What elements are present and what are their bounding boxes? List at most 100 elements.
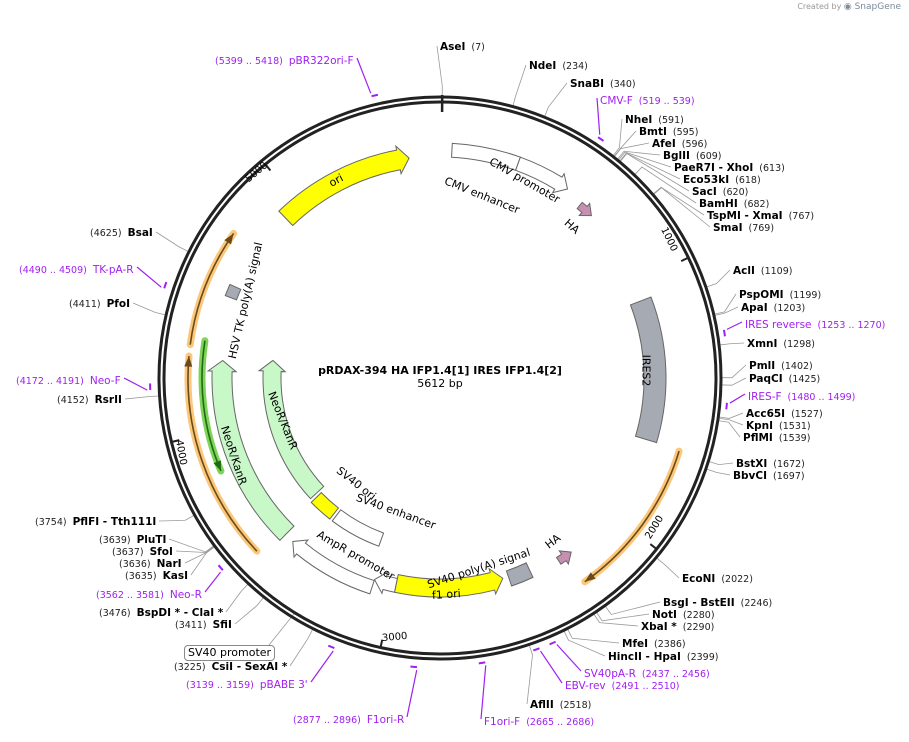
enzyme-leader-line xyxy=(719,417,744,426)
primer-binding-mark[interactable] xyxy=(371,93,379,98)
enzyme-site-econi[interactable]: EcoNI(2022) xyxy=(682,573,759,586)
enzyme-leader-line xyxy=(132,302,166,316)
feature-hsv-tk-polya-signal[interactable] xyxy=(224,283,242,301)
enzyme-site-pflfi[interactable]: (3754)PflFI - Tth111I xyxy=(29,516,156,529)
primer-ires-f-name: IRES-F xyxy=(748,391,782,403)
enzyme-site-smai[interactable]: SmaI(769) xyxy=(713,222,780,235)
primer-neo-f[interactable]: (4172 .. 4191)Neo-F xyxy=(10,375,121,388)
primer-binding-mark[interactable] xyxy=(478,661,486,665)
enzyme-site-kpni[interactable]: KpnI(1531) xyxy=(746,420,817,433)
enzyme-site-bamhi-name: BamHI xyxy=(699,198,738,210)
primer-binding-mark[interactable] xyxy=(597,136,605,142)
primer-f1ori-r[interactable]: (2877 .. 2896)F1ori-R xyxy=(287,714,404,727)
enzyme-site-nhei[interactable]: NheI(591) xyxy=(625,114,690,127)
enzyme-site-pfoi[interactable]: (4411)PfoI xyxy=(63,298,130,311)
enzyme-site-afei[interactable]: AfeI(596) xyxy=(652,138,713,151)
enzyme-leader-line xyxy=(596,612,650,622)
enzyme-leader-line xyxy=(234,597,264,625)
orf-neo-arrowhead-icon xyxy=(184,356,193,367)
enzyme-site-ndei[interactable]: NdeI(234) xyxy=(529,60,594,73)
enzyme-site-rsrii[interactable]: (4152)RsrII xyxy=(51,394,122,407)
tick-mark xyxy=(379,639,384,648)
enzyme-leader-line xyxy=(512,64,527,106)
enzyme-site-paer7i[interactable]: PaeR7I - XhoI(613) xyxy=(674,162,791,175)
feature-ires2[interactable] xyxy=(629,296,667,444)
enzyme-site-tspmi[interactable]: TspMI - XmaI(767) xyxy=(707,210,820,223)
primer-binding-mark[interactable] xyxy=(549,640,557,646)
feature-sv40-ori[interactable] xyxy=(310,491,340,520)
primer-sv40pa-r[interactable]: SV40pA-R(2437 .. 2456) xyxy=(584,668,716,681)
feature-sv40-polya-signal[interactable] xyxy=(505,562,534,587)
enzyme-site-sfoi[interactable]: (3637)SfoI xyxy=(106,546,173,559)
feature-ha-tag[interactable] xyxy=(555,550,572,566)
enzyme-leader-line xyxy=(721,377,747,386)
enzyme-site-bstxi[interactable]: BstXI(1672) xyxy=(736,458,811,471)
feature-ha-tag[interactable] xyxy=(576,201,592,217)
primer-ebv-rev[interactable]: EBV-rev(2491 .. 2510) xyxy=(565,680,686,693)
enzyme-site-aflii[interactable]: AflII(2518) xyxy=(530,699,597,712)
feature-ampr-promoter[interactable] xyxy=(292,539,375,595)
enzyme-site-csii[interactable]: (3225)CsiI - SexAI * xyxy=(168,661,287,674)
enzyme-site-xmni[interactable]: XmnI(1298) xyxy=(747,338,821,351)
feature-sv40-enhancer[interactable] xyxy=(331,509,385,547)
enzyme-site-asei[interactable]: AseI(7) xyxy=(440,41,491,54)
primer-pbabe-3-[interactable]: (3139 .. 3159)pBABE 3' xyxy=(180,679,308,692)
feature-cmv-promoter[interactable] xyxy=(514,156,569,194)
feature-small-arrow[interactable] xyxy=(373,571,398,595)
enzyme-site-afei-name: AfeI xyxy=(652,138,676,150)
enzyme-site-paqci[interactable]: PaqCI(1425) xyxy=(749,373,826,386)
enzyme-site-bsai[interactable]: (4625)BsaI xyxy=(84,227,153,240)
sv40-promoter-label[interactable]: SV40 promoter xyxy=(184,645,276,661)
primer-binding-mark[interactable] xyxy=(532,647,540,652)
enzyme-site-saci[interactable]: SacI(620) xyxy=(692,186,754,199)
enzyme-site-snabi[interactable]: SnaBI(340) xyxy=(570,78,642,91)
enzyme-site-hincii[interactable]: HincII - HpaI(2399) xyxy=(608,651,724,664)
enzyme-site-pspomi[interactable]: PspOMI(1199) xyxy=(739,289,827,302)
enzyme-site-bsgi[interactable]: BsgI - BstEII(2246) xyxy=(663,597,778,610)
primer-binding-mark[interactable] xyxy=(722,329,726,337)
feature-ori[interactable] xyxy=(278,144,410,227)
enzyme-site-pmli[interactable]: PmlI(1402) xyxy=(749,360,819,373)
primer-neo-r[interactable]: (3562 .. 3581)Neo-R xyxy=(90,589,202,602)
enzyme-site-bglii[interactable]: BglII(609) xyxy=(663,150,727,163)
primer-leader-line xyxy=(729,393,746,404)
enzyme-site-acli[interactable]: AclI(1109) xyxy=(733,265,798,278)
primer-binding-mark[interactable] xyxy=(327,644,335,650)
enzyme-site-nari[interactable]: (3636)NarI xyxy=(113,558,182,571)
primer-pbr322ori-f[interactable]: (5399 .. 5418)pBR322ori-F xyxy=(209,55,354,68)
primer-f1ori-f[interactable]: F1ori-F(2665 .. 2686) xyxy=(484,716,600,729)
orf-upper[interactable] xyxy=(189,233,235,345)
enzyme-site-bmti[interactable]: BmtI(595) xyxy=(639,126,704,139)
enzyme-site-sfii[interactable]: (3411)SfiI xyxy=(169,619,232,632)
primer-binding-mark[interactable] xyxy=(410,665,418,669)
feature-neor-kanr[interactable] xyxy=(257,359,325,500)
enzyme-leader-line xyxy=(719,412,744,419)
enzyme-site-bbvci[interactable]: BbvCI(1697) xyxy=(733,470,811,483)
enzyme-site-eco53ki[interactable]: Eco53kI(618) xyxy=(683,174,767,187)
enzyme-site-pflmi-position: (1539) xyxy=(778,433,811,444)
enzyme-site-bamhi[interactable]: BamHI(682) xyxy=(699,198,775,211)
enzyme-site-acc65i[interactable]: Acc65I(1527) xyxy=(746,408,829,421)
enzyme-site-noti[interactable]: NotI(2280) xyxy=(652,609,721,622)
primer-ires-f[interactable]: IRES-F(1480 .. 1499) xyxy=(748,391,861,404)
enzyme-site-mfei[interactable]: MfeI(2386) xyxy=(622,638,692,651)
enzyme-leader-line xyxy=(720,342,745,346)
feature-neor-kanr[interactable] xyxy=(206,359,295,542)
enzyme-site-pluti[interactable]: (3639)PluTI xyxy=(93,534,166,547)
primer-binding-mark[interactable] xyxy=(163,281,168,289)
orf-neo[interactable] xyxy=(187,355,258,552)
primer-tk-pa-r[interactable]: (4490 .. 4509)TK-pA-R xyxy=(13,264,134,277)
primer-cmv-f[interactable]: CMV-F(519 .. 539) xyxy=(600,95,701,108)
orf-ifp1-4-2[interactable] xyxy=(584,450,680,583)
enzyme-site-xbai[interactable]: XbaI *(2290) xyxy=(641,621,720,634)
enzyme-leader-line xyxy=(436,45,443,97)
enzyme-site-bspdi[interactable]: (3476)BspDI * - ClaI * xyxy=(93,607,223,620)
primer-binding-mark[interactable] xyxy=(725,402,728,410)
enzyme-site-asei-position: (7) xyxy=(471,42,485,53)
orf-green[interactable] xyxy=(201,340,222,472)
enzyme-site-pflmi[interactable]: PflMI(1539) xyxy=(743,432,816,445)
enzyme-site-kasi[interactable]: (3635)KasI xyxy=(119,570,188,583)
primer-binding-mark[interactable] xyxy=(217,564,224,571)
primer-ires-reverse[interactable]: IRES reverse(1253 .. 1270) xyxy=(745,319,891,332)
enzyme-site-apai[interactable]: ApaI(1203) xyxy=(741,302,811,315)
